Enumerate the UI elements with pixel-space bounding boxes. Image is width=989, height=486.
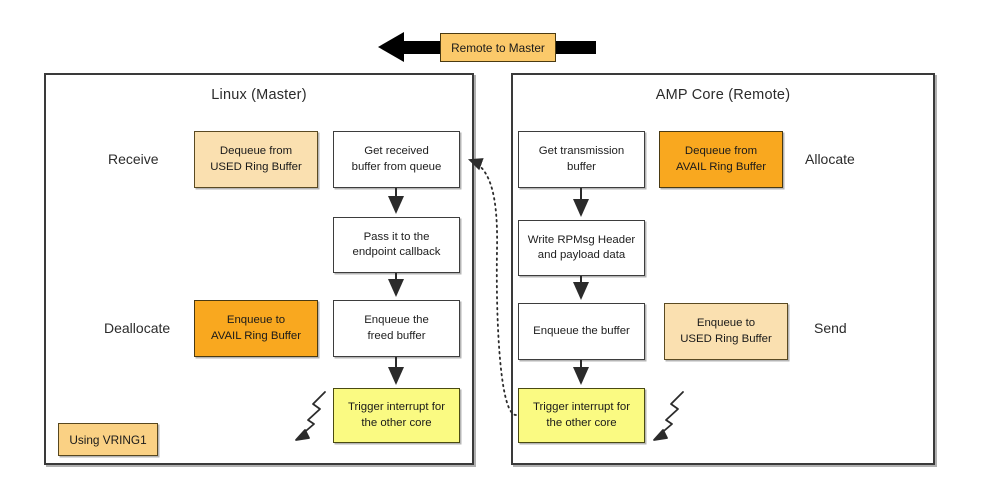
remote-enqueue-buffer-box: Enqueue the buffer xyxy=(518,303,645,360)
line2: AVAIL Ring Buffer xyxy=(675,160,767,173)
line2: the other core xyxy=(546,416,617,429)
remote-write-rpmsg-header-text: Write RPMsg Header and payload data xyxy=(528,233,635,264)
line2: buffer xyxy=(567,160,596,173)
line1: Dequeue from xyxy=(219,145,293,158)
side-label-allocate: Allocate xyxy=(805,151,855,167)
side-label-send: Send xyxy=(814,320,847,336)
line1: Trigger interrupt for xyxy=(532,401,631,414)
line1: Pass it to the xyxy=(363,230,430,243)
line1: Get received xyxy=(364,145,429,158)
master-dequeue-used-ring-buffer-text: Dequeue from USED Ring Buffer xyxy=(210,144,302,175)
remote-to-master-label: Remote to Master xyxy=(440,33,556,62)
line1: Enqueue the xyxy=(364,314,429,327)
master-get-received-buffer-text: Get received buffer from queue xyxy=(352,144,442,175)
line2: and payload data xyxy=(537,249,626,261)
remote-enqueue-buffer-text: Enqueue the buffer xyxy=(533,324,630,337)
remote-get-transmission-buffer-box: Get transmission buffer xyxy=(518,131,645,188)
master-endpoint-callback-box: Pass it to the endpoint callback xyxy=(333,217,460,273)
interrupt-dotted-connector xyxy=(467,158,517,416)
remote-write-rpmsg-header-box: Write RPMsg Header and payload data xyxy=(518,220,645,276)
line1: Get transmission xyxy=(538,145,625,158)
master-enqueue-freed-buffer-box: Enqueue the freed buffer xyxy=(333,300,460,357)
remote-trigger-interrupt-text: Trigger interrupt for the other core xyxy=(533,400,630,431)
remote-enqueue-used-ring-buffer-text: Enqueue to USED Ring Buffer xyxy=(680,316,772,347)
master-get-received-buffer-box: Get received buffer from queue xyxy=(333,131,460,188)
master-enqueue-freed-buffer-text: Enqueue the freed buffer xyxy=(364,313,429,344)
remote-enqueue-used-ring-buffer-box: Enqueue to USED Ring Buffer xyxy=(664,303,788,360)
legend-using-vring1: Using VRING1 xyxy=(58,423,158,456)
legend-using-vring1-text: Using VRING1 xyxy=(69,432,147,447)
remote-get-transmission-buffer-text: Get transmission buffer xyxy=(539,144,624,175)
line2: AVAIL Ring Buffer xyxy=(210,329,302,342)
line2: the other core xyxy=(361,416,432,429)
line1: Write RPMsg Header xyxy=(527,233,636,246)
master-endpoint-callback-text: Pass it to the endpoint callback xyxy=(352,230,440,261)
panel-amp-core-remote-title: AMP Core (Remote) xyxy=(655,87,791,103)
master-dequeue-used-ring-buffer-box: Dequeue from USED Ring Buffer xyxy=(194,131,318,188)
master-trigger-interrupt-text: Trigger interrupt for the other core xyxy=(348,400,445,431)
master-trigger-interrupt-box: Trigger interrupt for the other core xyxy=(333,388,460,443)
remote-to-master-arrow-head xyxy=(378,32,404,62)
line2: buffer from queue xyxy=(351,160,442,173)
remote-to-master-label-text: Remote to Master xyxy=(451,40,545,55)
remote-dequeue-avail-ring-buffer-text: Dequeue from AVAIL Ring Buffer xyxy=(676,144,766,175)
master-enqueue-avail-ring-buffer-text: Enqueue to AVAIL Ring Buffer xyxy=(211,313,301,344)
line2: freed buffer xyxy=(367,329,426,342)
master-enqueue-avail-ring-buffer-box: Enqueue to AVAIL Ring Buffer xyxy=(194,300,318,357)
line1: Trigger interrupt for xyxy=(347,401,446,414)
panel-linux-master-title: Linux (Master) xyxy=(211,87,307,103)
side-label-deallocate: Deallocate xyxy=(104,320,171,336)
line2: endpoint callback xyxy=(352,246,441,258)
line1: Enqueue to xyxy=(226,314,286,327)
remote-dequeue-avail-ring-buffer-box: Dequeue from AVAIL Ring Buffer xyxy=(659,131,783,188)
side-label-receive: Receive xyxy=(108,151,159,167)
line2: USED Ring Buffer xyxy=(210,160,302,173)
line2: USED Ring Buffer xyxy=(680,332,772,345)
remote-trigger-interrupt-box: Trigger interrupt for the other core xyxy=(518,388,645,443)
line1: Dequeue from xyxy=(684,145,758,158)
line1: Enqueue to xyxy=(696,317,756,330)
